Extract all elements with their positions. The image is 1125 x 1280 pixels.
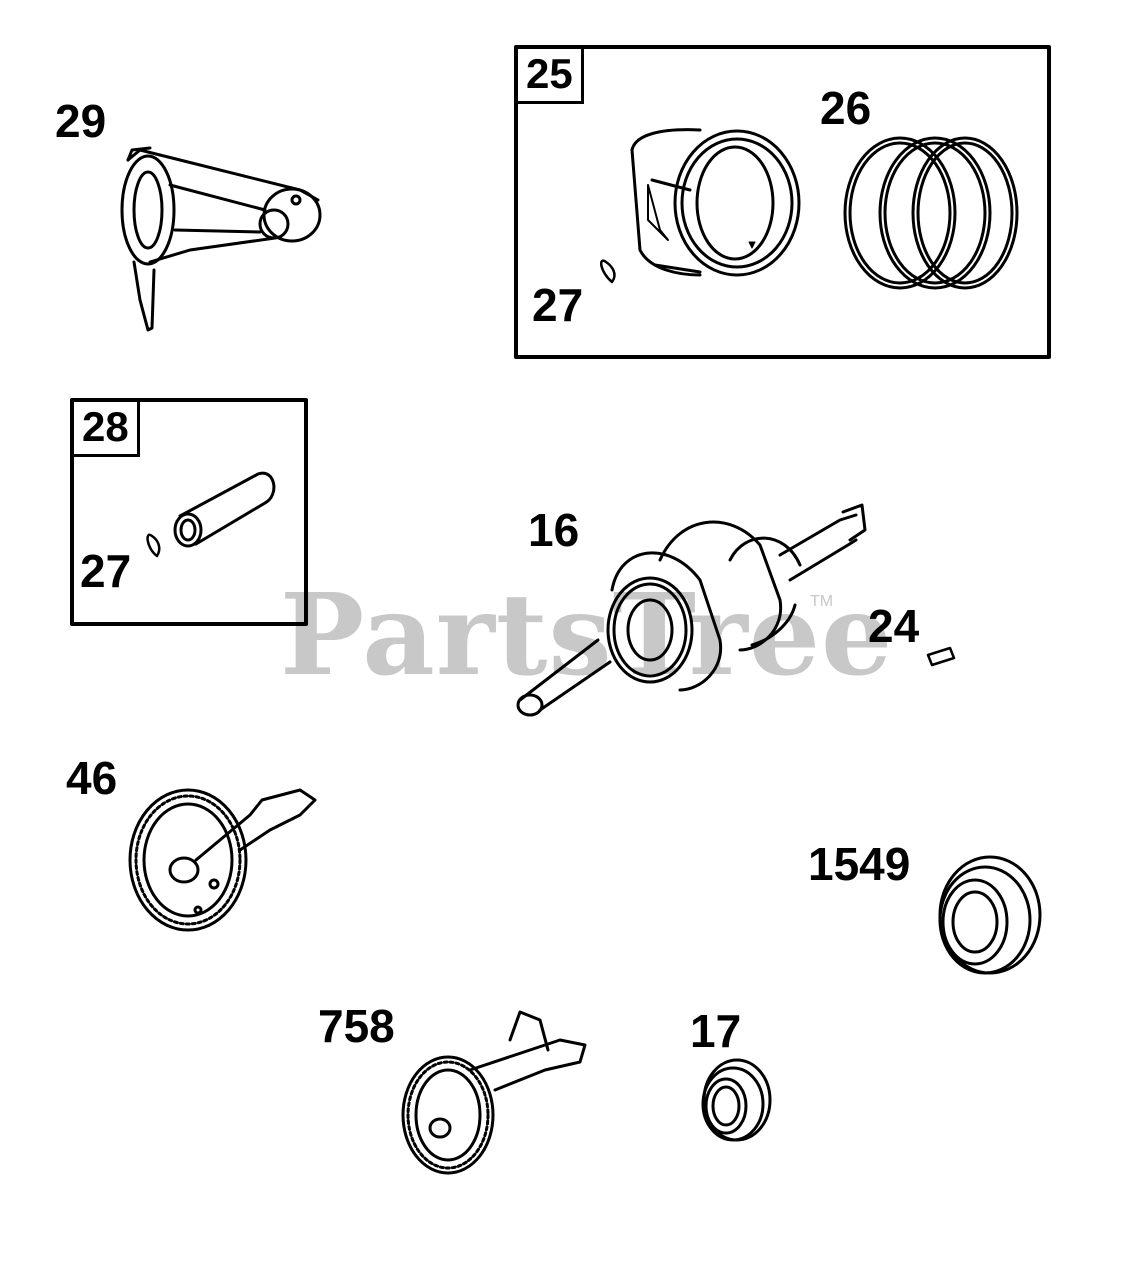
watermark-text: PartsTree (280, 570, 894, 701)
assembly-box-25 (514, 45, 1051, 359)
callout-24: 24 (868, 600, 920, 652)
camshaft-drawing (128, 788, 317, 932)
callout-29: 29 (55, 95, 107, 147)
piston-pin-drawing (173, 471, 276, 548)
callout-26: 26 (820, 82, 872, 134)
callout-17: 17 (690, 1005, 742, 1057)
watermark-trademark: TM (810, 593, 834, 610)
assembly-box-28 (70, 398, 308, 626)
woodruff-key-drawing (926, 646, 956, 667)
small-ball-bearing-drawing (701, 1058, 772, 1142)
callout-25: 25 (518, 49, 584, 104)
callout-46: 46 (66, 752, 118, 804)
retaining-clip-drawing-2 (146, 533, 161, 558)
callout-1549: 1549 (808, 838, 911, 890)
connecting-rod-drawing (120, 146, 322, 332)
callout-27-box28: 27 (80, 545, 132, 597)
callout-758: 758 (318, 1000, 395, 1052)
piston-rings-drawing (843, 136, 1019, 290)
balance-shaft-drawing (401, 1010, 587, 1175)
callout-27-box25: 27 (532, 279, 584, 331)
retaining-clip-drawing (599, 259, 616, 284)
crankshaft-drawing (516, 503, 867, 717)
callout-28: 28 (74, 402, 140, 457)
ball-bearing-drawing (938, 855, 1042, 975)
piston-drawing (630, 128, 801, 277)
callout-16: 16 (528, 504, 580, 556)
